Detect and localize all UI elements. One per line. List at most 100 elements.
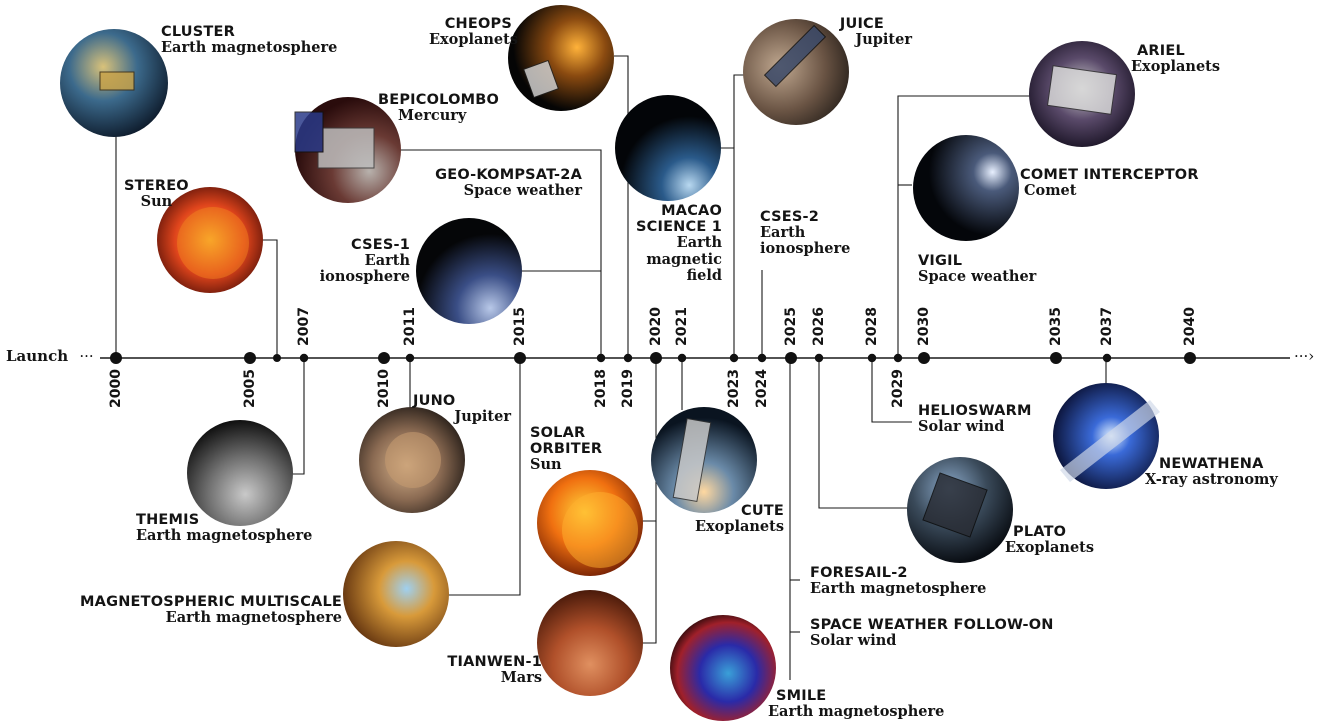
year-label-2019: 2019 (620, 369, 636, 408)
year-dot-2025 (785, 352, 797, 364)
cute-name: CUTE (740, 503, 784, 519)
year-label-2035: 2035 (1048, 307, 1064, 346)
year-label-2037: 2037 (1099, 307, 1115, 346)
themis-image (187, 420, 293, 526)
year-dot-2019 (623, 353, 633, 363)
year-dot-2040 (1184, 352, 1196, 364)
connector-cheops (614, 55, 629, 358)
label-mms: MAGNETOSPHERIC MULTISCALE Earth magnetos… (56, 594, 342, 626)
connector-stereo (262, 239, 278, 358)
macao-name: MACAO SCIENCE 1 (635, 203, 722, 236)
start-ellipsis: ··· (79, 347, 94, 365)
year-label-2010: 2010 (376, 369, 392, 408)
year-dot-2005 (244, 352, 256, 364)
year-dot-2018 (596, 353, 606, 363)
solarorbiter-name: SOLAR ORBITER (530, 425, 603, 458)
label-vigil: VIGIL Space weather (918, 253, 1036, 285)
juno-subject: Jupiter (454, 408, 511, 426)
year-dot-2030 (918, 352, 930, 364)
plato-name: PLATO (1013, 524, 1067, 540)
year-label-2000: 2000 (108, 369, 124, 408)
year-dot-2021 (677, 353, 687, 363)
smile-name: SMILE (776, 688, 827, 704)
label-helioswarm: HELIOSWARM Solar wind (918, 403, 1032, 435)
year-label-2029: 2029 (890, 369, 906, 408)
year-markers (110, 352, 1196, 364)
year-dot-2011 (405, 353, 415, 363)
foresail-subject: Earth magnetosphere (810, 580, 987, 598)
launch-label-text: Launch (6, 347, 69, 365)
bepicolombo-subject: Mercury (398, 107, 467, 125)
ariel-name: ARIEL (1137, 43, 1185, 59)
label-swfo: SPACE WEATHER FOLLOW-ON Solar wind (810, 617, 1054, 649)
ariel-subject: Exoplanets (1131, 58, 1221, 76)
tianwen-image (537, 590, 643, 696)
year-label-2024: 2024 (754, 369, 770, 408)
macao-subject: Earth magnetic field (646, 234, 722, 284)
connector-plato (818, 358, 908, 509)
year-dot-2010 (378, 352, 390, 364)
cheops-subject: Exoplanets (428, 31, 518, 49)
year-dot-minor (273, 354, 281, 362)
helioswarm-subject: Solar wind (918, 418, 1005, 436)
connector-bepi (398, 149, 602, 358)
juice-image (743, 19, 849, 125)
launch-label: Launch ··· (6, 347, 94, 365)
geokompsat-subject: Space weather (463, 182, 582, 200)
label-themis: THEMIS Earth magnetosphere (136, 512, 312, 544)
cses2-subject: Earth ionosphere (760, 224, 851, 258)
label-geokompsat: GEO-KOMPSAT-2A Space weather (412, 167, 582, 199)
cheops-name: CHEOPS (444, 16, 512, 32)
connector-solo (640, 358, 657, 522)
connector-helioswarm (871, 358, 912, 423)
newathena-name: NEWATHENA (1159, 456, 1264, 472)
stereo-subject: Sun (140, 193, 173, 211)
plato-subject: Exoplanets (1005, 539, 1095, 557)
label-foresail: FORESAIL-2 Earth magnetosphere (810, 565, 986, 597)
year-label-2020: 2020 (648, 307, 664, 346)
year-dot-2015 (514, 352, 526, 364)
themis-subject: Earth magnetosphere (136, 527, 313, 545)
connector-juice (733, 74, 745, 148)
geokompsat-name: GEO-KOMPSAT-2A (435, 167, 582, 183)
year-label-2023: 2023 (726, 369, 742, 408)
connector-macao (720, 147, 735, 358)
smile-image (670, 615, 776, 721)
year-label-2007: 2007 (296, 307, 312, 346)
connector-mms (430, 358, 521, 596)
bepicolombo-name: BEPICOLOMBO (378, 92, 500, 108)
juice-subject: Jupiter (855, 31, 912, 49)
year-dot-2026 (814, 353, 824, 363)
newathena-subject: X-ray astronomy (1145, 471, 1278, 489)
label-macao: MACAO SCIENCE 1 Earth magnetic field (620, 203, 722, 284)
cometinterceptor-image (913, 135, 1019, 241)
year-dot-2020 (650, 352, 662, 364)
label-plato: PLATO Exoplanets (1005, 524, 1094, 556)
connector-themis (290, 358, 305, 475)
end-ellipsis: ···› (1294, 347, 1315, 365)
tianwen-name: TIANWEN-1 (447, 654, 542, 670)
label-cses2: CSES-2 Earth ionosphere (760, 209, 850, 258)
year-dot-2023 (729, 353, 739, 363)
year-dot-2024 (757, 353, 767, 363)
year-dot-2028 (867, 353, 877, 363)
connector-tianwen (640, 521, 657, 644)
year-dot-2007 (299, 353, 309, 363)
mms-image (343, 541, 449, 647)
label-bepicolombo: BEPICOLOMBO Mercury (378, 92, 499, 124)
helioswarm-name: HELIOSWARM (918, 403, 1032, 419)
connector-lines (115, 55, 1107, 680)
label-newathena: NEWATHENA X-ray astronomy (1145, 456, 1278, 488)
label-juno: JUNO Jupiter (413, 393, 511, 425)
year-dot-2000 (110, 352, 122, 364)
label-stereo: STEREO Sun (124, 178, 189, 210)
cluster-subject: Earth magnetosphere (161, 39, 338, 57)
year-label-2025: 2025 (783, 307, 799, 346)
juice-name: JUICE (839, 16, 884, 32)
label-cute: CUTE Exoplanets (680, 503, 784, 535)
year-dot-2035 (1050, 352, 1062, 364)
solarorbiter-subject: Sun (530, 456, 562, 474)
label-juice: JUICE Jupiter (820, 16, 912, 48)
connector-ariel (897, 95, 1030, 358)
